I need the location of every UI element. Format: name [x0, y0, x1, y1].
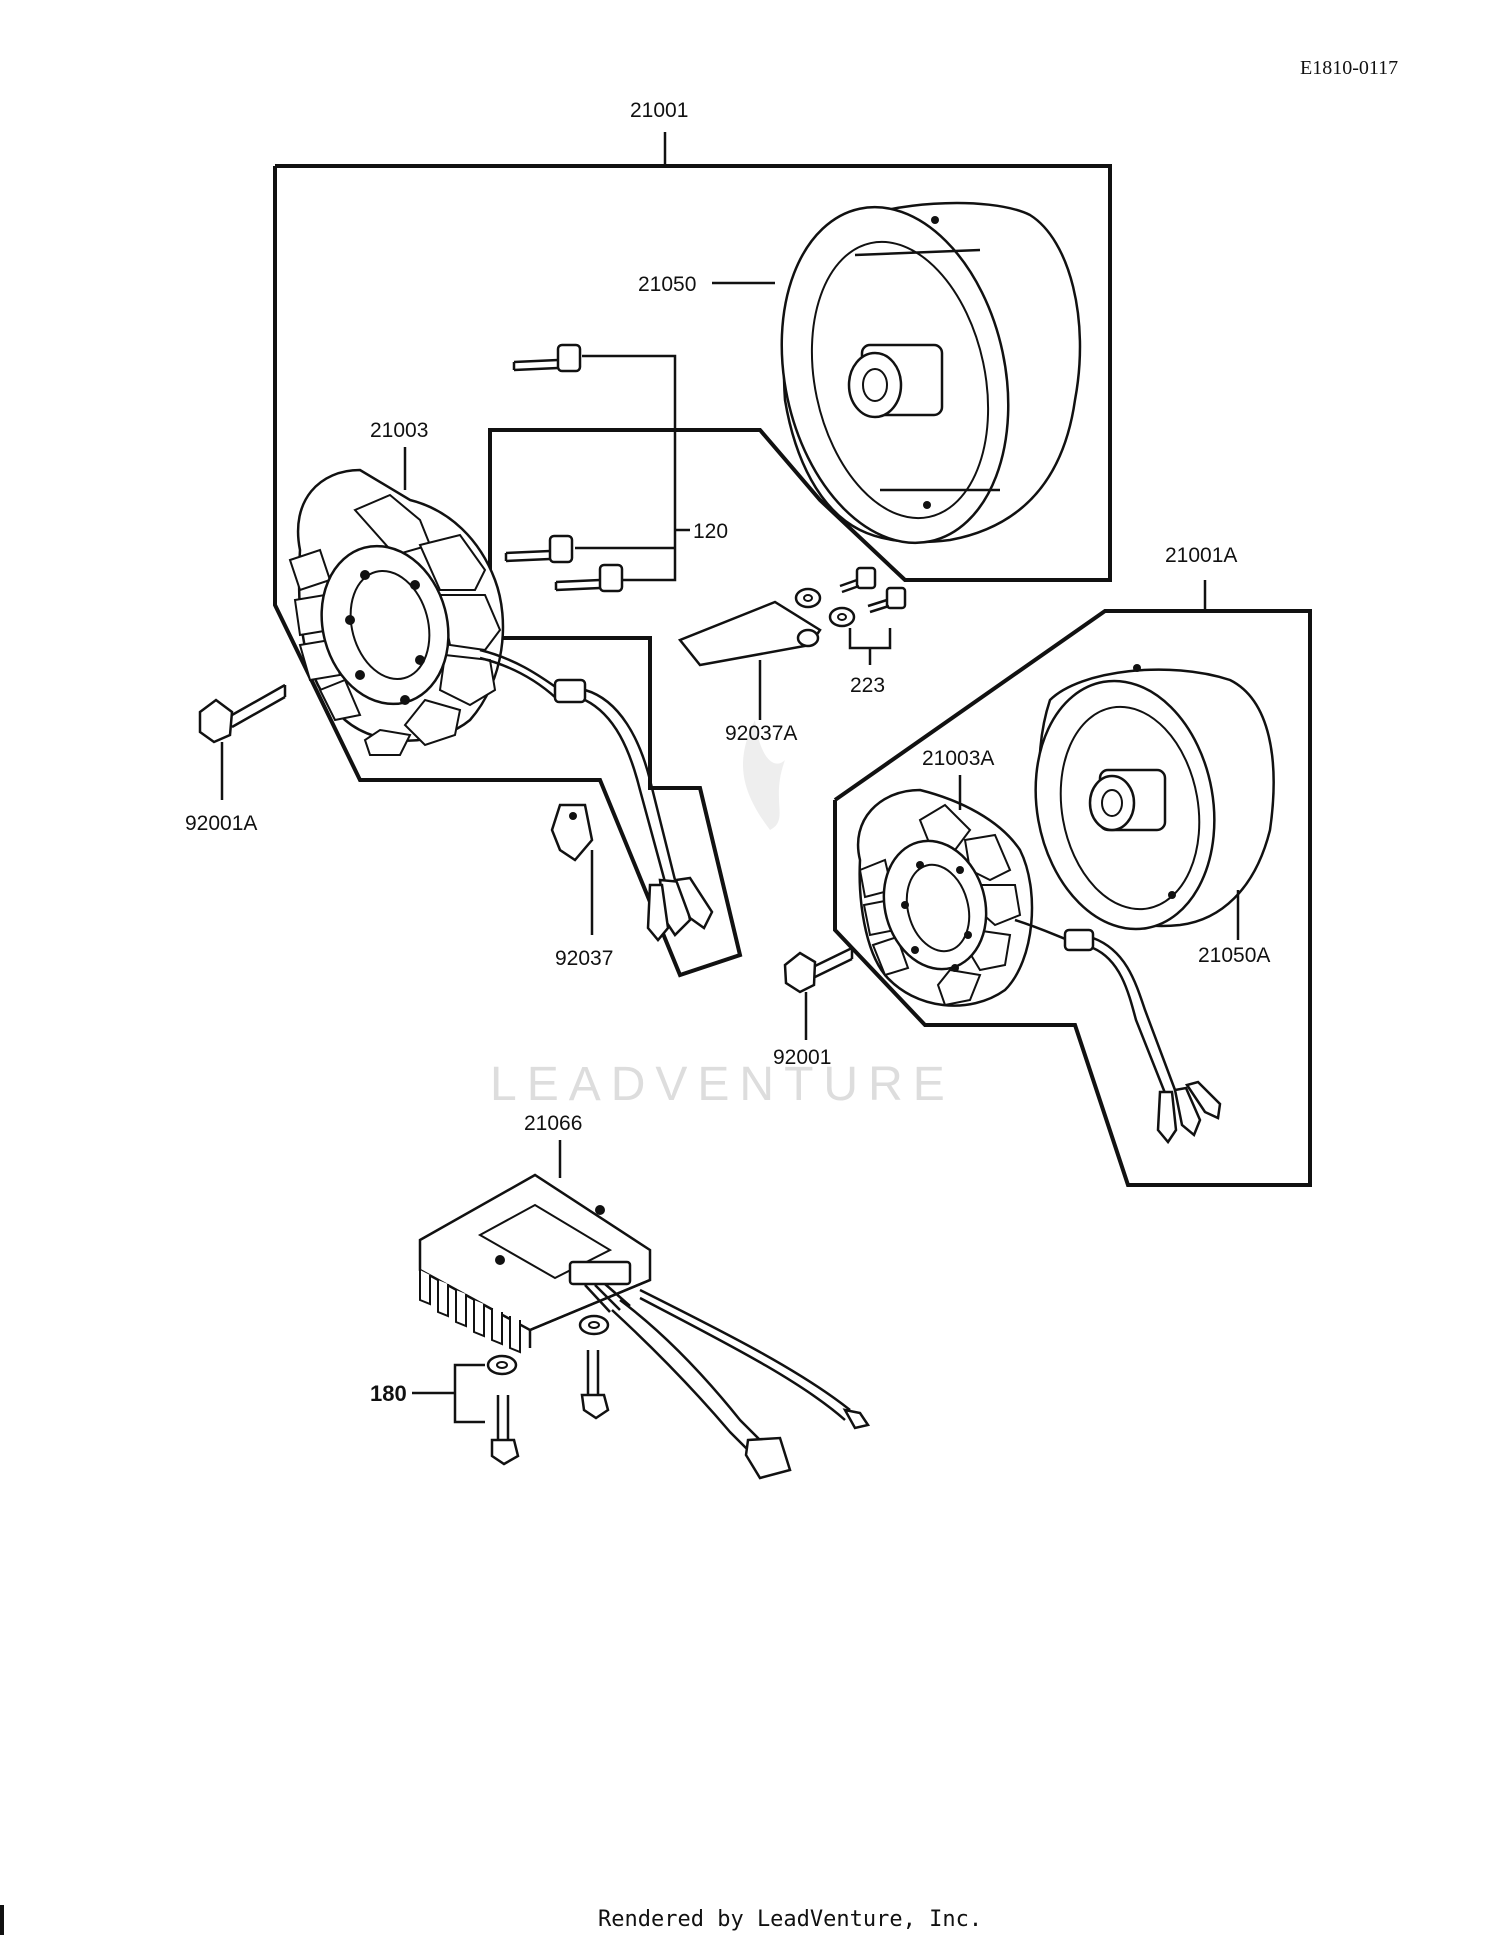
- bolt-92001a[interactable]: [198, 683, 287, 744]
- watermark: LEADVENTURE: [490, 720, 955, 1111]
- stator-21003[interactable]: [288, 468, 505, 756]
- label-21001a[interactable]: 21001A: [1165, 544, 1237, 567]
- label-92001a[interactable]: 92001A: [185, 812, 257, 835]
- label-92037[interactable]: 92037: [555, 947, 613, 970]
- bolt-regulator-mount[interactable]: [578, 1314, 610, 1420]
- stator-21003a[interactable]: [856, 788, 1034, 1007]
- label-92001[interactable]: 92001: [773, 1046, 831, 1069]
- bolts-180[interactable]: [486, 1354, 520, 1466]
- screws-223[interactable]: [794, 566, 907, 628]
- flywheel-21050a[interactable]: [1017, 664, 1275, 943]
- label-21003a[interactable]: 21003A: [922, 747, 994, 770]
- regulator-21066-harness: [611, 1288, 871, 1480]
- label-92037a[interactable]: 92037A: [725, 722, 797, 745]
- stator-21003-harness: [479, 648, 714, 942]
- margin-mark: [0, 1905, 4, 1935]
- bolts-120[interactable]: [504, 343, 624, 593]
- page-code: E1810-0117: [1300, 57, 1398, 79]
- footer-text: Rendered by LeadVenture, Inc.: [598, 1907, 982, 1932]
- regulator-21066[interactable]: [418, 1173, 652, 1354]
- assembly-21001-outline: [273, 132, 1112, 978]
- label-21066[interactable]: 21066: [524, 1112, 582, 1135]
- clamp-92037a[interactable]: [677, 600, 822, 667]
- flywheel-21050[interactable]: [752, 186, 1082, 564]
- bolt-92001[interactable]: [783, 946, 854, 994]
- leader-120: [582, 354, 677, 582]
- assembly-21001a-outline: [833, 580, 1312, 1187]
- label-180[interactable]: 180: [370, 1381, 407, 1406]
- label-21050[interactable]: 21050: [638, 273, 696, 296]
- leader-180: [453, 1363, 485, 1424]
- label-223[interactable]: 223: [850, 674, 885, 697]
- label-120[interactable]: 120: [693, 520, 728, 543]
- label-21001[interactable]: 21001: [630, 99, 688, 122]
- label-21003[interactable]: 21003: [370, 419, 428, 442]
- watermark-text: LEADVENTURE: [490, 1058, 955, 1111]
- leader-223: [848, 628, 892, 650]
- clamp-92037[interactable]: [550, 803, 594, 862]
- label-21050a[interactable]: 21050A: [1198, 944, 1270, 967]
- stator-21003a-harness: [1014, 918, 1222, 1145]
